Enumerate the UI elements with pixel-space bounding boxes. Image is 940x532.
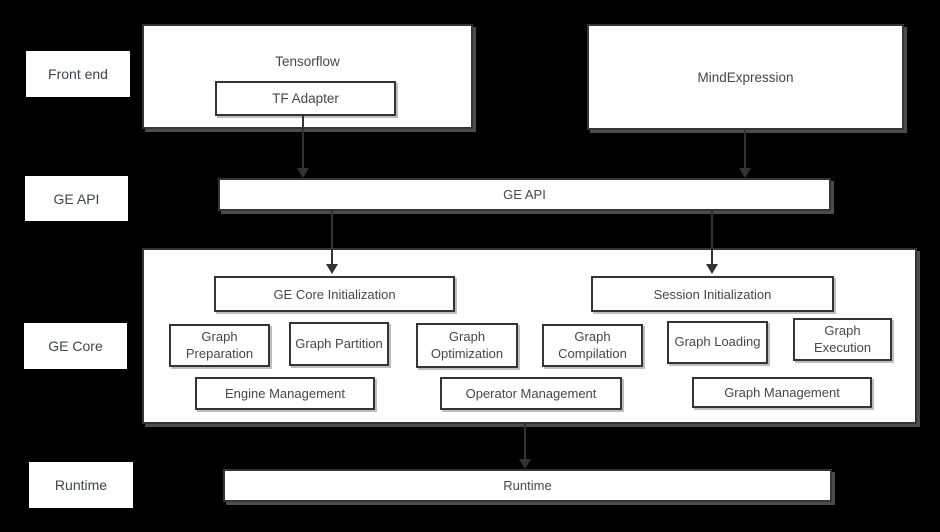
ge-core-container: GE Core Initialization Session Initializ… xyxy=(142,248,917,424)
row-label-ge-core: GE Core xyxy=(24,323,127,369)
engine-management-box: Engine Management xyxy=(195,377,375,410)
mindexpression-box: MindExpression xyxy=(587,24,904,130)
graph-loading-box: Graph Loading xyxy=(667,321,768,364)
tensorflow-title: Tensorflow xyxy=(275,54,340,69)
arrow-down-icon-geapi-to-core-init xyxy=(326,211,338,274)
runtime-bar: Runtime xyxy=(223,469,832,502)
session-initialization-box: Session Initialization xyxy=(591,276,834,312)
graph-management-box: Graph Management xyxy=(692,377,872,408)
arrow-down-icon-mindexpression-to-geapi xyxy=(739,130,751,178)
ge-core-initialization-box: GE Core Initialization xyxy=(214,276,455,312)
row-label-front-end: Front end xyxy=(26,51,130,97)
arrow-down-icon-tfadapter-to-geapi xyxy=(297,114,309,178)
row-label-runtime: Runtime xyxy=(29,462,133,508)
graph-execution-box: Graph Execution xyxy=(793,318,892,361)
arrow-down-icon-geapi-to-session-init xyxy=(706,211,718,274)
graph-compilation-box: Graph Compilation xyxy=(542,324,643,367)
ge-api-bar: GE API xyxy=(218,178,831,211)
graph-partition-box: Graph Partition xyxy=(289,322,389,366)
arrow-down-icon-gecore-to-runtime xyxy=(519,424,531,469)
tensorflow-box: Tensorflow TF Adapter xyxy=(142,24,473,129)
row-label-ge-api: GE API xyxy=(25,176,128,221)
tf-adapter-box: TF Adapter xyxy=(215,81,396,116)
graph-preparation-box: Graph Preparation xyxy=(169,324,270,367)
operator-management-box: Operator Management xyxy=(440,377,622,410)
graph-optimization-box: Graph Optimization xyxy=(416,323,518,368)
